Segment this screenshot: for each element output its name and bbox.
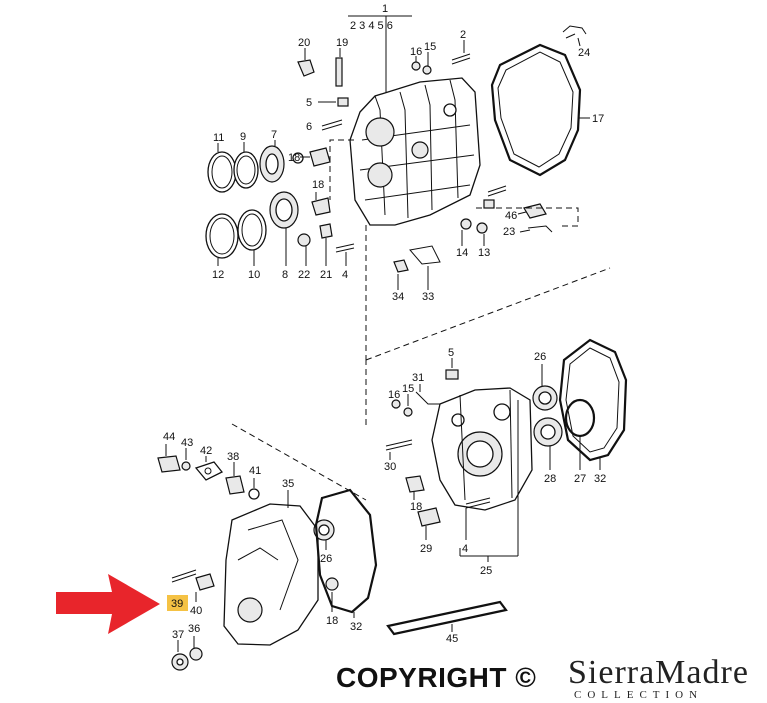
label-21: 21 xyxy=(320,269,332,281)
label-31: 31 xyxy=(412,372,424,384)
label-28: 28 xyxy=(544,473,556,485)
label-29: 29 xyxy=(420,543,432,555)
label-6: 6 xyxy=(306,121,312,133)
label-2: 2 xyxy=(460,29,466,41)
copyright-text: COPYRIGHT © xyxy=(336,662,537,693)
highlight-box xyxy=(167,595,188,611)
ring-stack-lower: 12 10 8 22 21 4 18 xyxy=(205,179,355,281)
header-bracket: 1 2 3 4 5 6 xyxy=(348,3,412,95)
label-18-b: 18 xyxy=(312,179,324,191)
label-25: 25 xyxy=(480,565,492,577)
lower-cover-assembly: 35 26 32 18 45 xyxy=(223,478,508,646)
label-19: 19 xyxy=(336,37,348,49)
label-40: 40 xyxy=(190,605,202,617)
label-18-a: 18 xyxy=(288,152,300,164)
label-14: 14 xyxy=(456,247,468,259)
label-32-a: 32 xyxy=(594,473,606,485)
label-23: 23 xyxy=(503,226,515,238)
label-22: 22 xyxy=(298,269,310,281)
label-46: 46 xyxy=(505,210,517,222)
label-45: 45 xyxy=(446,633,458,645)
small-parts-lower-left: 44 43 42 38 41 40 36 37 xyxy=(157,431,261,671)
brand-logo: SierraMadre xyxy=(568,654,749,691)
label-38: 38 xyxy=(227,451,239,463)
label-36: 36 xyxy=(188,623,200,635)
label-13: 13 xyxy=(478,247,490,259)
label-1: 1 xyxy=(382,3,388,15)
label-4-top: 4 xyxy=(342,269,348,281)
label-24: 24 xyxy=(578,47,590,59)
brand-subtitle: COLLECTION xyxy=(574,689,704,701)
label-15-mid: 15 xyxy=(402,383,414,395)
label-10: 10 xyxy=(248,269,260,281)
label-18-mid: 18 xyxy=(410,501,422,513)
intermediate-plate-assembly: 26 28 27 32 5 31 16 15 30 18 29 xyxy=(384,338,628,577)
highlight-callout-39: 39 xyxy=(167,595,188,611)
label-42: 42 xyxy=(200,445,212,457)
label-12: 12 xyxy=(212,269,224,281)
label-26-b: 26 xyxy=(320,553,332,565)
label-34: 34 xyxy=(392,291,404,303)
guide-lines xyxy=(231,139,611,501)
label-8: 8 xyxy=(282,269,288,281)
clip-24: 24 xyxy=(562,25,590,59)
label-39: 39 xyxy=(171,598,183,610)
upper-case-assembly xyxy=(349,77,481,226)
label-7: 7 xyxy=(271,129,277,141)
label-5-top: 5 xyxy=(306,97,312,109)
label-32-b: 32 xyxy=(350,621,362,633)
label-5-mid: 5 xyxy=(448,347,454,359)
label-11: 11 xyxy=(213,132,224,144)
label-16: 16 xyxy=(410,46,422,58)
gasket-17: 17 xyxy=(490,43,604,177)
label-9: 9 xyxy=(240,131,246,143)
label-43: 43 xyxy=(181,437,193,449)
label-26-a: 26 xyxy=(534,351,546,363)
footer: COPYRIGHT © SierraMadre COLLECTION xyxy=(336,654,766,702)
label-33: 33 xyxy=(422,291,434,303)
label-18-low: 18 xyxy=(326,615,338,627)
label-44: 44 xyxy=(163,431,175,443)
small-parts-top: 2 19 20 16 15 5 6 xyxy=(297,29,471,133)
label-17: 17 xyxy=(592,113,604,125)
label-35: 35 xyxy=(282,478,294,490)
label-41: 41 xyxy=(249,465,261,477)
red-arrow-icon xyxy=(56,574,160,634)
label-37: 37 xyxy=(172,629,184,641)
ring-stack-upper: 11 9 7 18 xyxy=(207,129,331,193)
label-group-2-6: 2 3 4 5 6 xyxy=(350,20,393,32)
label-16-mid: 16 xyxy=(388,389,400,401)
label-15: 15 xyxy=(424,41,436,53)
label-4-mid: 4 xyxy=(462,543,468,555)
label-20: 20 xyxy=(298,37,310,49)
label-27: 27 xyxy=(574,473,586,485)
label-30: 30 xyxy=(384,461,396,473)
